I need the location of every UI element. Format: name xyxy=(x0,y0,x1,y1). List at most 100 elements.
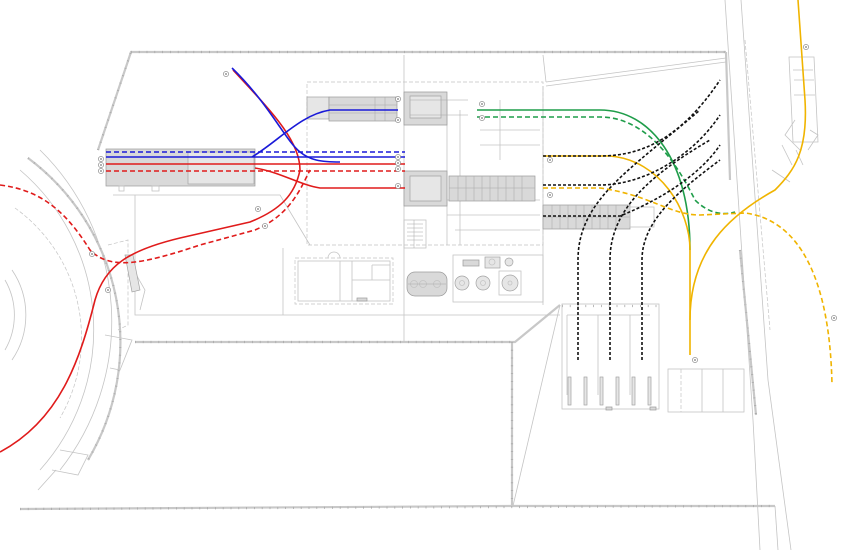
equipment-unit-1-dial xyxy=(488,258,496,266)
route-marker xyxy=(479,101,485,107)
route-marker xyxy=(395,160,401,166)
route-marker xyxy=(98,162,104,168)
boundary-wall-south xyxy=(19,504,775,511)
route-blue-3 xyxy=(231,67,398,163)
route-marker-dot xyxy=(481,103,483,105)
roundabout-island-2 xyxy=(11,269,27,361)
truck-front-wheels xyxy=(771,144,804,183)
pavement-line-1 xyxy=(545,57,727,83)
route-marker xyxy=(223,71,229,77)
route-marker-dot xyxy=(549,194,551,196)
road-edge-1 xyxy=(724,0,761,550)
vehicle-body-central-grid xyxy=(449,176,535,201)
roundabout-island-1 xyxy=(4,279,15,351)
route-marker xyxy=(395,117,401,123)
equipment-unit-1 xyxy=(484,256,501,269)
equipment-tank-1-core xyxy=(459,280,465,286)
truck-cab xyxy=(784,119,819,151)
diagonal-line-south xyxy=(512,304,561,507)
equipment-tank-3-core xyxy=(507,280,513,286)
route-marker xyxy=(803,44,809,50)
truck-trailer xyxy=(788,56,819,143)
route-marker-dot xyxy=(397,156,399,158)
route-yellow-2 xyxy=(543,187,833,386)
garage-pillar xyxy=(599,376,604,406)
boundary-wall-southeast xyxy=(774,505,779,550)
route-black-6 xyxy=(641,159,721,360)
equipment-fan xyxy=(504,257,514,267)
roundabout-south-ext-2 xyxy=(37,469,57,491)
parking-bay-dividers xyxy=(701,369,724,412)
staircase xyxy=(403,219,427,249)
loading-pit-north-inner xyxy=(409,95,442,119)
inner-line-1 xyxy=(113,194,311,246)
route-green-1 xyxy=(477,109,691,251)
garage-pillar xyxy=(631,376,636,406)
office-partitions xyxy=(339,261,390,301)
route-marker xyxy=(395,154,401,160)
equipment-tank-2-core xyxy=(480,280,486,286)
route-marker-dot xyxy=(264,225,266,227)
yard-zone-outline xyxy=(306,81,544,246)
route-marker-dot xyxy=(100,164,102,166)
route-marker-dot xyxy=(91,253,93,255)
garage-drain xyxy=(649,406,657,411)
bus-garage-pillars xyxy=(567,376,657,411)
route-marker-dot xyxy=(481,117,483,119)
roundabout-kerb-posts xyxy=(27,157,122,461)
equipment-tank-1 xyxy=(454,275,470,291)
roundabout-barrier xyxy=(124,254,141,293)
site-boundary xyxy=(19,0,792,550)
office-building xyxy=(297,260,391,302)
route-marker xyxy=(255,206,261,212)
route-black-5 xyxy=(609,139,711,360)
route-yellow-1 xyxy=(543,155,691,355)
route-marker-dot xyxy=(397,119,399,121)
route-marker-dot xyxy=(694,359,696,361)
route-marker xyxy=(98,156,104,162)
office-radiator xyxy=(356,297,368,302)
inner-wall-south xyxy=(135,304,561,344)
route-marker xyxy=(479,115,485,121)
staircase-steps xyxy=(407,220,423,248)
route-black-2 xyxy=(543,114,721,186)
garage-pillar xyxy=(615,376,620,406)
equipment-panel xyxy=(462,259,480,267)
roundabout-kerb xyxy=(27,157,122,461)
route-marker xyxy=(395,96,401,102)
pavement-line-2 xyxy=(545,61,727,87)
roundabout-outer-edge xyxy=(39,149,113,471)
road-centerline xyxy=(744,39,771,331)
building-west-step-2 xyxy=(151,185,160,192)
roundabout xyxy=(4,149,146,491)
equipment-tank-3 xyxy=(501,274,519,292)
route-marker-dot xyxy=(397,98,399,100)
route-marker-dot xyxy=(397,162,399,164)
equipment-tank-2 xyxy=(475,275,491,291)
parking-bays xyxy=(667,368,745,413)
office-door-arcs xyxy=(327,251,341,259)
inner-line-2 xyxy=(134,195,560,316)
vehicle-body-north xyxy=(328,96,398,122)
route-marker-dot xyxy=(257,208,259,210)
route-marker xyxy=(395,166,401,172)
boundary-wall-northwest-posts xyxy=(96,51,133,151)
bus-garage-bays xyxy=(566,314,650,395)
structures xyxy=(105,56,819,413)
boundary-wall-east xyxy=(724,51,732,181)
equipment-pad xyxy=(452,254,544,303)
route-marker xyxy=(547,157,553,163)
route-black-3 xyxy=(543,144,721,217)
route-marker-dot xyxy=(107,289,109,291)
route-green-2 xyxy=(477,116,736,215)
route-marker-dot xyxy=(225,73,227,75)
route-red-2 xyxy=(0,169,311,264)
route-red-1 xyxy=(0,69,301,453)
route-red-5 xyxy=(254,167,405,189)
garage-pillar xyxy=(567,376,572,406)
route-marker xyxy=(395,183,401,189)
roundabout-exit-2 xyxy=(104,334,133,371)
road-edge-2 xyxy=(740,0,792,550)
route-marker-dot xyxy=(397,185,399,187)
route-marker xyxy=(89,251,95,257)
